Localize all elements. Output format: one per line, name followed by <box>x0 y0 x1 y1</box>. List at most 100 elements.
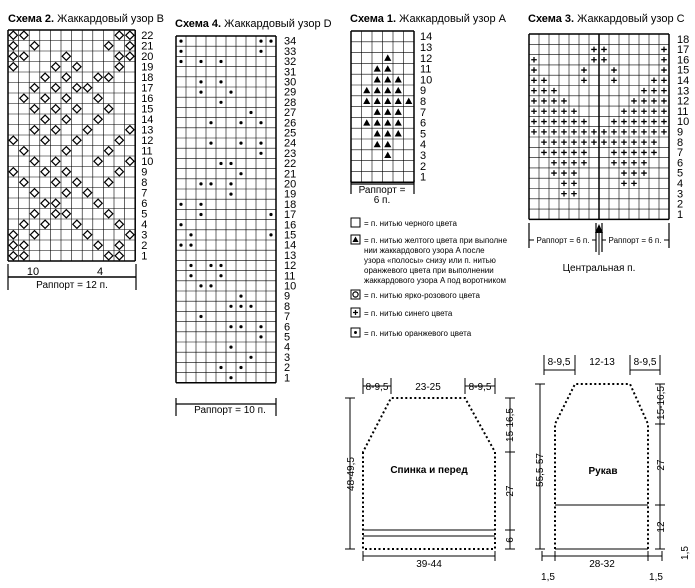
dot-stitch-icon <box>189 233 193 237</box>
row-number: 8 <box>284 301 290 313</box>
pattern-back-top-right: 8-9,5 <box>469 382 492 393</box>
row-number: 25 <box>284 127 296 139</box>
plus-stitch-icon <box>611 118 617 125</box>
dot-stitch-icon <box>189 243 193 247</box>
ring-stitch-icon <box>50 124 61 135</box>
ring-stitch-icon <box>114 219 125 230</box>
row-number: 2 <box>420 161 426 173</box>
row-number: 13 <box>420 42 432 54</box>
plus-stitch-icon <box>571 108 577 115</box>
row-number: 20 <box>284 178 296 190</box>
row-number: 12 <box>141 135 153 147</box>
ring-stitch-icon <box>8 229 19 240</box>
ring-stitch-icon <box>71 219 82 230</box>
row-number: 27 <box>284 107 296 119</box>
row-number: 1 <box>141 250 147 262</box>
chart-b-stitch-label-4: 4 <box>97 266 103 278</box>
ring-stitch-icon <box>114 51 125 62</box>
ring-stitch-icon <box>124 40 135 51</box>
plus-stitch-icon <box>541 139 547 145</box>
plus-stitch-icon <box>551 118 557 125</box>
row-number: 8 <box>677 137 683 149</box>
plus-stitch-icon <box>581 118 587 125</box>
plus-stitch-icon <box>561 108 567 115</box>
dot-stitch-icon <box>219 263 223 268</box>
plus-stitch-icon <box>581 77 587 84</box>
row-number: 8 <box>420 96 426 108</box>
row-number: 1 <box>284 372 290 384</box>
ring-stitch-icon <box>8 40 19 51</box>
ring-stitch-icon <box>29 156 40 167</box>
symbol-legend: = п. нитью черного цвета= п. нитью желто… <box>350 217 508 338</box>
plus-stitch-icon <box>631 159 637 166</box>
plus-stitch-icon <box>531 98 537 104</box>
plus-stitch-icon <box>531 87 537 94</box>
dot-stitch-icon <box>229 304 233 308</box>
pattern-sleeve-right-extra: 1,5 <box>680 546 691 560</box>
chart-c-title: Схема 3. Жаккардовый узор C <box>528 13 685 25</box>
plus-stitch-icon <box>551 170 557 176</box>
row-number: 4 <box>284 342 290 354</box>
row-number: 4 <box>677 178 683 190</box>
ring-stitch-icon <box>93 240 104 251</box>
plus-stitch-icon <box>641 159 647 166</box>
pattern-back-right-bottom: 6 <box>505 537 516 543</box>
plus-stitch-icon <box>651 129 657 135</box>
plus-stitch-icon <box>631 180 637 187</box>
plus-stitch-icon <box>531 67 537 73</box>
triangle-stitch-icon <box>373 86 381 94</box>
plus-stitch-icon <box>591 129 597 135</box>
dot-stitch-icon <box>199 80 203 84</box>
legend-text: оранжевого цвета при выполнении <box>364 266 494 275</box>
row-number: 1 <box>420 172 426 184</box>
row-number: 5 <box>141 208 147 220</box>
ring-stitch-icon <box>50 177 61 188</box>
row-number: 6 <box>141 198 147 210</box>
ring-stitch-icon <box>124 124 135 135</box>
triangle-stitch-icon <box>394 76 402 83</box>
row-number: 23 <box>284 148 296 160</box>
ring-stitch-icon <box>71 82 82 93</box>
plus-stitch-icon <box>631 139 637 145</box>
dot-stitch-icon <box>259 141 263 145</box>
dot-stitch-icon <box>239 172 243 176</box>
row-number: 3 <box>141 229 147 241</box>
triangle-stitch-icon <box>384 86 392 94</box>
ring-stitch-icon <box>114 30 125 41</box>
row-number: 28 <box>284 97 296 109</box>
chart-d-grid: 1234567891011121314151617181920212223242… <box>175 35 296 384</box>
row-number: 18 <box>141 72 153 84</box>
plus-stitch-icon <box>641 98 647 104</box>
dot-stitch-icon <box>229 161 233 166</box>
plus-stitch-icon <box>641 139 647 145</box>
plus-stitch-icon <box>651 149 657 156</box>
plus-stitch-icon <box>581 159 587 166</box>
plus-stitch-icon <box>561 190 567 197</box>
legend-symbol-box <box>350 289 361 300</box>
plus-stitch-icon <box>561 118 567 125</box>
plus-stitch-icon <box>651 77 657 84</box>
row-number: 12 <box>420 53 432 65</box>
ring-stitch-icon <box>124 156 135 167</box>
plus-stitch-icon <box>661 46 667 53</box>
row-number: 11 <box>284 270 295 282</box>
ring-stitch-icon <box>40 198 51 209</box>
ring-stitch-icon <box>93 72 104 83</box>
plus-stitch-icon <box>601 139 607 145</box>
triangle-stitch-icon <box>405 97 413 105</box>
row-number: 5 <box>420 128 426 140</box>
plus-stitch-icon <box>541 98 547 104</box>
triangle-stitch-icon <box>384 130 392 137</box>
ring-stitch-icon <box>71 61 82 72</box>
ring-stitch-icon <box>8 135 19 146</box>
plus-stitch-icon <box>621 159 627 166</box>
plus-stitch-icon <box>621 170 627 176</box>
dot-stitch-icon <box>249 110 253 115</box>
row-number: 26 <box>284 117 296 129</box>
ring-stitch-icon <box>71 177 82 188</box>
dot-stitch-icon <box>249 304 253 308</box>
plus-stitch-icon <box>631 129 637 135</box>
ring-stitch-icon <box>18 93 29 104</box>
dot-stitch-icon <box>259 151 263 155</box>
